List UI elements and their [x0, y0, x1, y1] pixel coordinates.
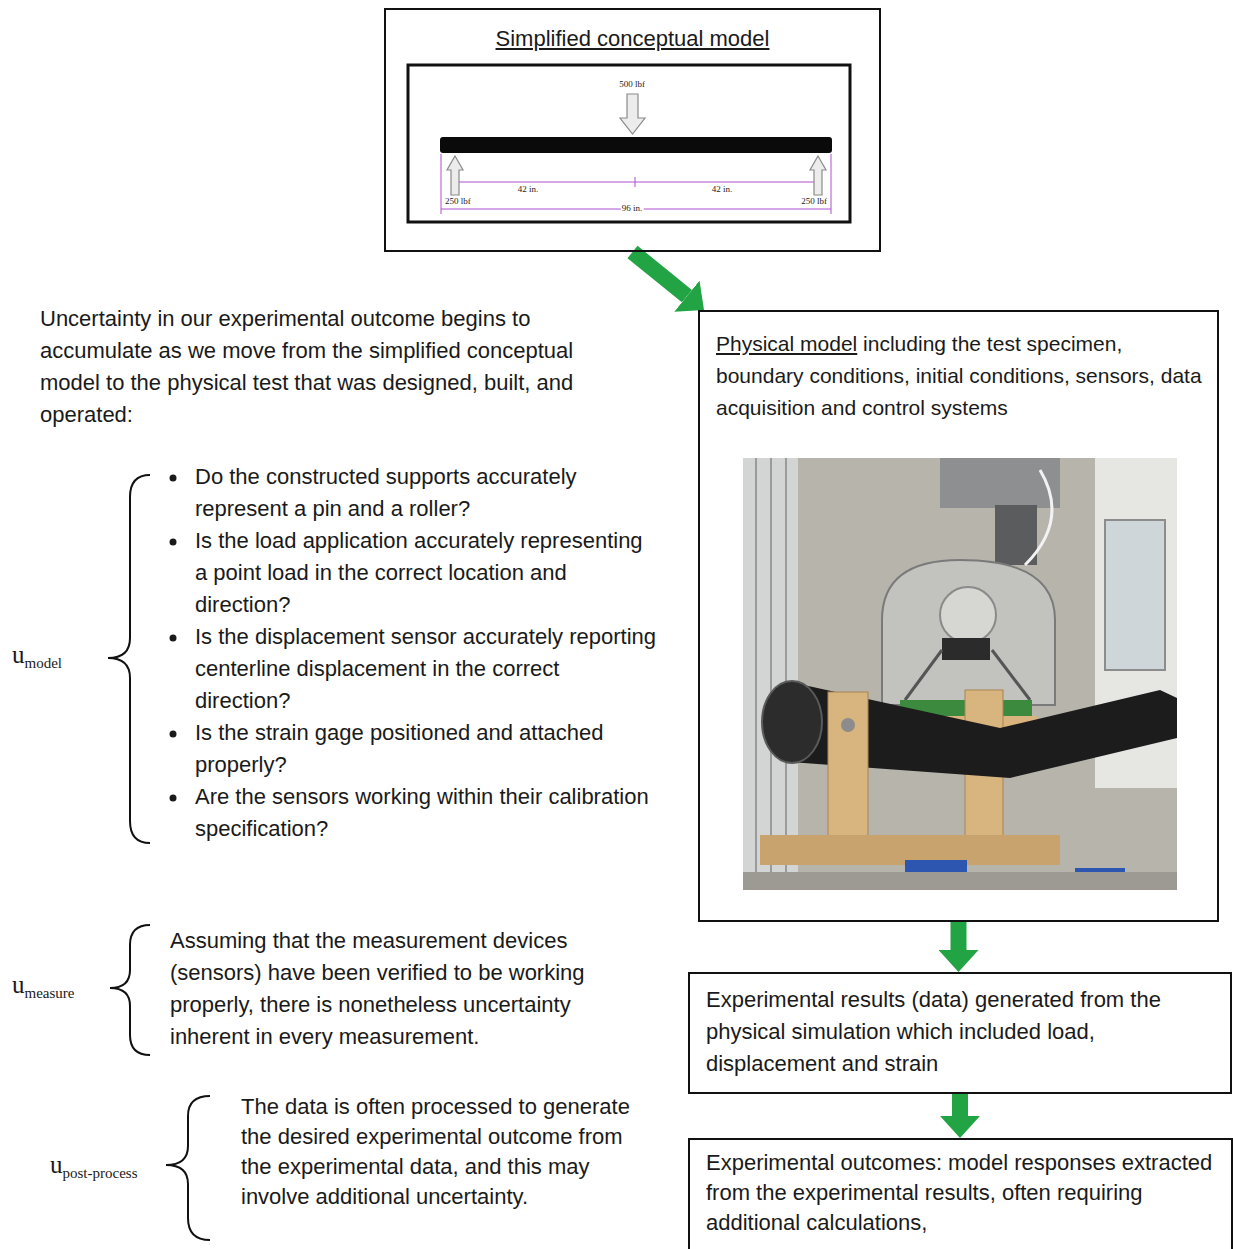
box-text: Experimental outcomes: model responses e… — [706, 1150, 1212, 1235]
note-text: Assuming that the measurement devices (s… — [170, 925, 642, 1053]
frame-slot — [770, 458, 772, 890]
curly-brace — [110, 925, 150, 1055]
bullet-text: Is the strain gage positioned and attach… — [195, 717, 660, 781]
support-pin — [841, 718, 855, 732]
dimension-label: 250 lbf — [800, 197, 828, 207]
uncertainty-symbol: umeasure — [12, 972, 74, 997]
process-box: Experimental outcomes: model responses e… — [688, 1138, 1233, 1249]
bullet-dot — [170, 539, 177, 546]
bullet-item: Is the displacement sensor accurately re… — [163, 621, 663, 717]
frame-slot — [755, 458, 757, 890]
window — [1105, 520, 1165, 670]
bullet-mark — [163, 717, 195, 749]
test-photo — [743, 458, 1177, 890]
sensor-cable — [1025, 470, 1052, 565]
dimension-line — [441, 154, 442, 214]
box-text: Experimental results (data) generated fr… — [706, 987, 1161, 1076]
dimension-label: 42 in. — [711, 185, 734, 195]
dimension-line — [831, 154, 832, 214]
bullet-item: Are the sensors working within their cal… — [163, 781, 663, 845]
curly-brace — [108, 475, 150, 843]
process-box: Experimental results (data) generated fr… — [688, 972, 1232, 1094]
photo-background — [743, 458, 1177, 890]
bullet-text: Are the sensors working within their cal… — [195, 781, 660, 845]
dimension-label: 250 lbf — [444, 197, 472, 207]
flow-arrow — [951, 922, 967, 950]
box-body: Experimental outcomes: model responses e… — [690, 1140, 1231, 1246]
bullet-mark — [163, 525, 195, 557]
frame-slot — [785, 458, 787, 890]
symbol-subscript: model — [25, 655, 63, 671]
load-arrow — [620, 94, 645, 134]
symbol-letter: u — [50, 1151, 63, 1178]
beam — [440, 137, 832, 153]
note-text: The data is often processed to generate … — [241, 1092, 653, 1212]
bullet-text: Do the constructed supports accurately r… — [195, 461, 660, 525]
bullet-dot — [170, 731, 177, 738]
bullet-item: Is the load application accurately repre… — [163, 525, 663, 621]
uncertainty-symbol: umodel — [12, 642, 62, 667]
box-body: Physical modelincluding the test specime… — [700, 312, 1217, 434]
uncertainty-symbol: upost-process — [50, 1152, 138, 1177]
process-box: Simplified conceptual model — [384, 8, 881, 252]
bullet-dot — [170, 795, 177, 802]
bullet-list: Do the constructed supports accurately r… — [163, 461, 663, 845]
bullet-item: Do the constructed supports accurately r… — [163, 461, 663, 525]
frame-column — [743, 458, 798, 890]
bullet-dot — [170, 475, 177, 482]
note-text: Uncertainty in our experimental outcome … — [40, 303, 625, 431]
box-body: Simplified conceptual model — [386, 10, 879, 64]
fixture-hub — [940, 587, 996, 643]
box-text: Simplified conceptual model — [496, 26, 770, 51]
dimension-line — [455, 182, 818, 183]
wood-support — [828, 692, 868, 852]
dimension-label: 42 in. — [517, 185, 540, 195]
process-box: Physical modelincluding the test specime… — [698, 310, 1219, 922]
box-body: Experimental results (data) generated fr… — [690, 974, 1230, 1090]
symbol-subscript: measure — [25, 985, 75, 1001]
reaction-arrow — [810, 156, 826, 195]
clamp — [905, 860, 967, 872]
bullet-mark — [163, 461, 195, 493]
reaction-arrow — [447, 156, 463, 195]
displacement-sensor — [942, 638, 990, 660]
flow-arrow — [633, 252, 687, 296]
curly-brace — [166, 1096, 210, 1240]
load-cell — [995, 505, 1037, 565]
bullet-text: Is the displacement sensor accurately re… — [195, 621, 660, 717]
bullet-dot — [170, 635, 177, 642]
sketch-frame — [408, 65, 850, 222]
box-heading: Physical model — [716, 332, 857, 355]
bullet-mark — [163, 781, 195, 813]
table-top — [743, 872, 1177, 890]
symbol-letter: u — [12, 641, 25, 668]
bullet-text: Is the load application accurately repre… — [195, 525, 660, 621]
fixture-arm — [905, 650, 942, 700]
dimension-label: 96 in. — [621, 204, 644, 214]
bullet-mark — [163, 621, 195, 653]
symbol-letter: u — [12, 971, 25, 998]
flow-arrow — [952, 1094, 968, 1116]
fixture-plate — [882, 560, 1055, 705]
bullet-item: Is the strain gage positioned and attach… — [163, 717, 663, 781]
dimension-label: 500 lbf — [618, 80, 646, 90]
symbol-subscript: post-process — [63, 1165, 138, 1181]
crosshead — [940, 458, 1060, 508]
dimension-tick — [635, 177, 636, 187]
pipe-end — [762, 681, 822, 763]
